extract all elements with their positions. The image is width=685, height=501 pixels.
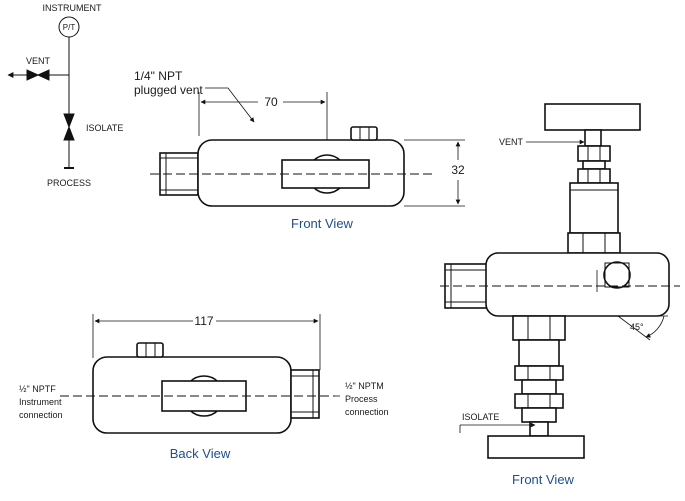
hex-plug-back bbox=[136, 342, 164, 358]
angle-line bbox=[617, 315, 651, 341]
isolate-collar bbox=[521, 379, 557, 395]
vent-nut-lower bbox=[577, 168, 611, 184]
valve-schematic: INSTRUMENT P/T VENT ISOLATE PROCESS bbox=[7, 3, 123, 188]
dim-117-value: 117 bbox=[194, 314, 213, 328]
isolate-label: ISOLATE bbox=[86, 123, 123, 133]
process-conn-line2: Process bbox=[345, 394, 378, 404]
vent-label-side: VENT bbox=[499, 137, 524, 147]
process-label: PROCESS bbox=[47, 178, 91, 188]
back-view: 117 ½" NPTF Instrument connection ½" NPT… bbox=[19, 314, 389, 461]
isolate-collar-lower bbox=[521, 407, 557, 423]
body-plug-circle bbox=[603, 261, 631, 289]
front-view-title-top: Front View bbox=[291, 216, 354, 231]
vent-collar bbox=[582, 160, 606, 170]
body-plug-square bbox=[604, 262, 630, 288]
back-view-title: Back View bbox=[170, 446, 231, 461]
threaded-stub-back bbox=[290, 369, 320, 419]
isolate-handwheel bbox=[487, 435, 585, 459]
vent-handwheel bbox=[544, 103, 641, 131]
angle-arc bbox=[645, 315, 665, 338]
isolate-nut bbox=[514, 365, 564, 381]
vent-stem bbox=[584, 129, 602, 147]
instrument-conn-line1: ½" NPTF bbox=[19, 384, 56, 394]
isolate-gland-nut bbox=[514, 393, 564, 409]
instrument-label: INSTRUMENT bbox=[43, 3, 102, 13]
dim-70-value: 70 bbox=[264, 95, 278, 109]
vent-label: VENT bbox=[26, 56, 51, 66]
vent-note-leader bbox=[205, 87, 255, 123]
isolate-hex bbox=[512, 315, 566, 341]
vent-bonnet bbox=[569, 182, 619, 234]
vent-hex bbox=[567, 232, 621, 254]
angle-label: 45° bbox=[630, 322, 644, 332]
front-view-title-side: Front View bbox=[512, 472, 575, 487]
isolate-label-side: ISOLATE bbox=[462, 412, 499, 422]
front-view-top: 1/4" NPT plugged vent 70 32 Front View bbox=[134, 69, 465, 231]
vent-valve-icon bbox=[26, 69, 50, 81]
valve-body-side bbox=[485, 252, 670, 317]
instrument-conn-line2: Instrument bbox=[19, 397, 62, 407]
process-conn-line1: ½" NPTM bbox=[345, 381, 384, 391]
instrument-conn-line3: connection bbox=[19, 410, 63, 420]
hex-plug bbox=[350, 126, 378, 141]
vent-gland-nut bbox=[577, 145, 611, 162]
vent-note-line2: plugged vent bbox=[134, 83, 203, 97]
dim-32-value: 32 bbox=[451, 163, 465, 177]
isolate-stem bbox=[529, 421, 549, 437]
isolate-bonnet bbox=[518, 339, 560, 367]
vent-note-line1: 1/4" NPT bbox=[134, 69, 183, 83]
gauge-symbol: P/T bbox=[63, 23, 76, 32]
process-conn-line3: connection bbox=[345, 407, 389, 417]
isolate-valve-icon bbox=[63, 113, 75, 141]
front-view-side: VENT 45° ISOLATE Front bbox=[440, 103, 680, 487]
